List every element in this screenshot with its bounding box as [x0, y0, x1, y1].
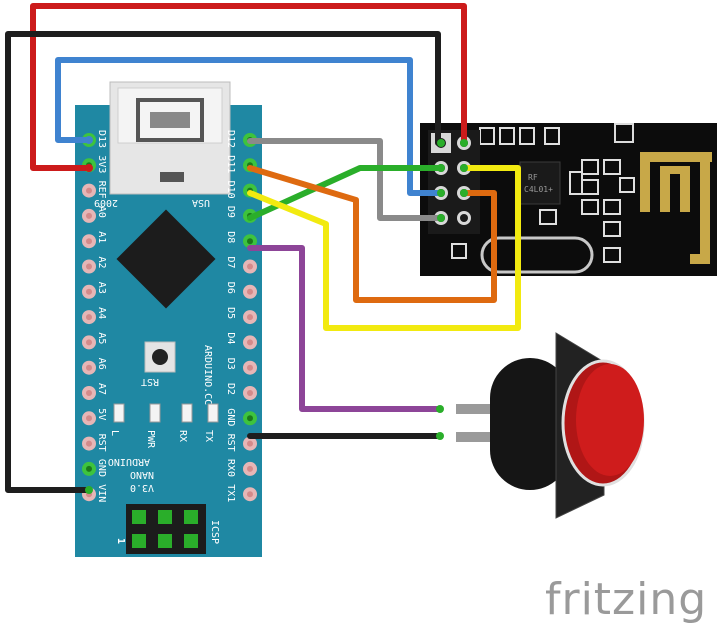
wire-red-3v3-vcc [30, 3, 467, 171]
led-label-rx: RX [177, 430, 188, 442]
wire-purple-d8-button [247, 245, 443, 412]
pushbutton[interactable] [456, 332, 645, 519]
right-pin-label-2: D10 [225, 181, 236, 199]
right-pin-label-9: D3 [225, 358, 236, 370]
arduino-nano: 2009 USA RST ARDUINO.CC L PWR RX TX ARDU… [75, 81, 262, 557]
left-pin-hole-5 [86, 263, 92, 270]
wire-orange-d11-mosi [247, 165, 497, 303]
usb-label-right: USA [192, 197, 210, 208]
left-pin-label-14: VIN [96, 484, 107, 502]
left-pin-hole-6 [86, 288, 92, 295]
board-text-line3: V3.0 [130, 482, 154, 493]
left-pin-label-7: A4 [96, 307, 107, 319]
wire-black-gnd-nrf [5, 31, 441, 493]
left-pin-label-8: A5 [96, 332, 107, 344]
right-pin-label-6: D6 [225, 282, 236, 294]
wire-gray-d12-miso [247, 138, 444, 221]
wire-yellow-d10-csn [247, 165, 521, 331]
reset-button[interactable] [144, 341, 176, 373]
wires [5, 3, 521, 493]
status-leds [113, 403, 219, 423]
left-pin-hole-13 [86, 465, 92, 472]
right-pin-label-5: D7 [225, 257, 236, 269]
left-pin-hole-2 [86, 187, 92, 194]
right-pin-hole-11 [247, 415, 253, 422]
left-pin-label-12: RST [96, 434, 107, 452]
right-pin-label-4: D8 [225, 231, 236, 243]
wire-green-d9-ce [247, 165, 444, 221]
right-pin-hole-13 [247, 465, 253, 472]
left-pin-label-4: A1 [96, 231, 107, 243]
right-pin-hole-9 [247, 364, 253, 371]
nrf24l01-module: RF C4L01+ [420, 123, 717, 276]
right-pin-hole-4 [247, 238, 253, 245]
led-label-l: L [109, 430, 120, 436]
left-pin-label-9: A6 [96, 358, 107, 370]
rf-chip-label: RF [528, 173, 538, 182]
rst-label: RST [141, 376, 159, 387]
right-pin-hole-6 [247, 288, 253, 295]
right-pin-label-11: GND [225, 408, 236, 426]
left-pin-label-10: A7 [96, 383, 107, 395]
site-label: ARDUINO.CC [202, 345, 213, 405]
led-label-pwr: PWR [145, 430, 156, 449]
right-pin-label-7: D5 [225, 307, 236, 319]
left-pin-hole-10 [86, 390, 92, 396]
right-pin-label-3: D9 [225, 206, 236, 218]
left-pin-hole-9 [86, 364, 92, 371]
left-pin-hole-8 [86, 339, 92, 346]
board-text-line1: ARDUINO [108, 456, 150, 467]
right-pin-label-1: D11 [225, 155, 236, 173]
left-pin-hole-7 [86, 314, 92, 321]
right-pin-hole-7 [247, 314, 253, 321]
right-pin-hole-5 [247, 263, 253, 270]
left-pin-hole-4 [86, 238, 92, 245]
right-pin-label-12: RST [225, 434, 236, 452]
wire-blue-d13-sck [55, 57, 444, 196]
left-pin-label-13: GND [96, 459, 107, 477]
left-pin-label-6: A3 [96, 282, 107, 294]
rf-chip [519, 161, 561, 205]
right-pin-label-8: D4 [225, 332, 236, 344]
smd-components [451, 127, 635, 263]
right-pin-hole-14 [247, 491, 253, 498]
icsp-label: ICSP [209, 520, 220, 544]
right-pin-hole-12 [247, 440, 253, 447]
left-pin-label-1: 3V3 [96, 155, 107, 173]
icsp-header [126, 504, 206, 554]
svg-text:C4L01+: C4L01+ [524, 185, 553, 194]
microcontroller-chip [116, 209, 216, 309]
wire-endpoints [85, 136, 468, 494]
right-pin-hole-8 [247, 339, 253, 346]
left-pin-hole-11 [86, 415, 92, 422]
left-pin-hole-12 [86, 440, 92, 447]
right-pin-label-0: D12 [225, 130, 236, 148]
right-pin-label-13: RX0 [225, 459, 236, 477]
right-pin-hole-10 [247, 390, 253, 396]
left-pin-hole-3 [86, 212, 92, 219]
crystal [480, 236, 594, 274]
left-pin-label-2: REF [96, 181, 107, 199]
left-pin-label-11: 5V [96, 408, 107, 420]
fritzing-watermark: fritzing [545, 574, 707, 625]
usb-connector [109, 81, 231, 195]
left-pin-label-5: A2 [96, 257, 107, 269]
pcb-antenna [640, 152, 712, 264]
usb-label-left: 2009 [94, 197, 118, 208]
icsp-pin1-label: 1 [115, 538, 126, 544]
led-label-tx: TX [203, 430, 214, 442]
right-pin-label-14: TX1 [225, 484, 236, 502]
left-pin-label-0: D13 [96, 130, 107, 148]
board-text-line2: NANO [130, 469, 154, 480]
left-pin-label-3: A0 [96, 206, 107, 218]
right-pin-label-10: D2 [225, 383, 236, 395]
